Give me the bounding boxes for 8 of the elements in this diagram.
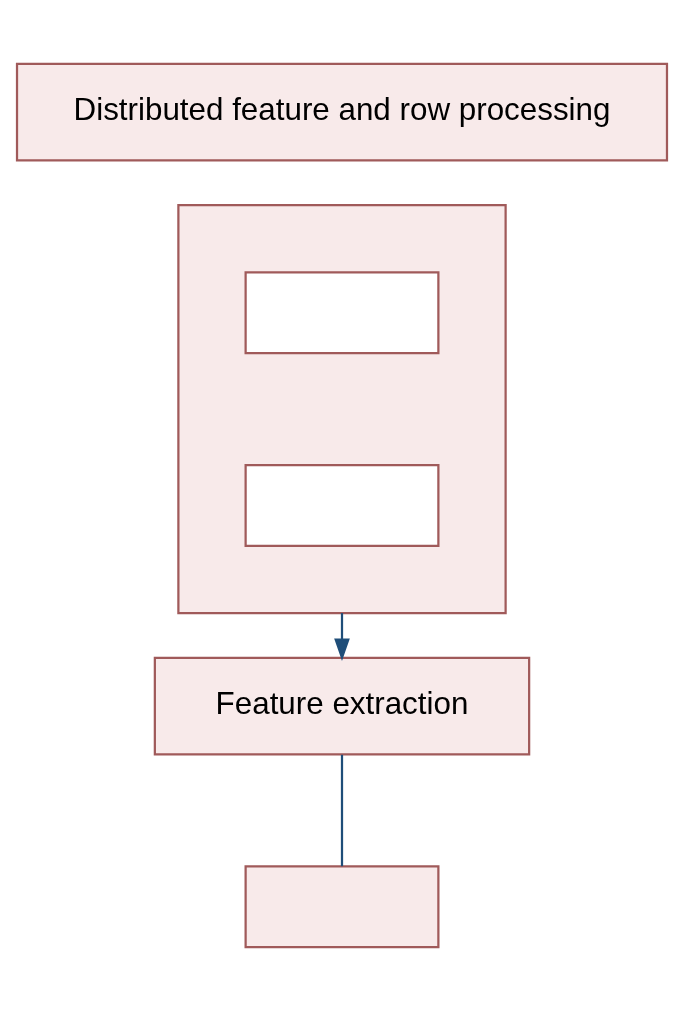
node-box: Distributed feature and row processing	[15, 62, 669, 161]
node-box	[244, 864, 440, 948]
cluster	[177, 203, 507, 614]
node-box	[244, 270, 440, 354]
node-box	[244, 463, 440, 547]
connector	[340, 754, 344, 866]
arrow	[334, 612, 350, 661]
node-box: Feature extraction	[153, 656, 531, 755]
